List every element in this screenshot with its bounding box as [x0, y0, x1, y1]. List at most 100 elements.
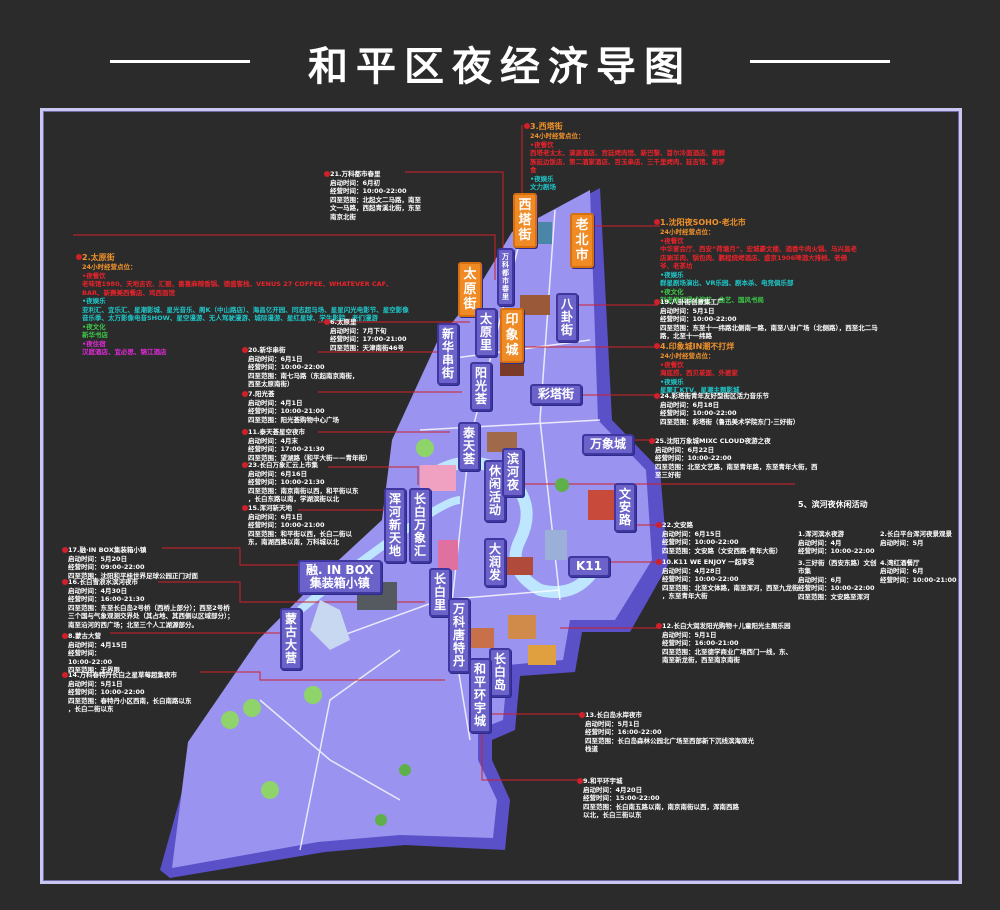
info-line: 南至新龙街，西至南京南街 [662, 656, 740, 664]
map-label-xitajie[interactable]: 西 塔 街 [513, 193, 537, 248]
map-label-taiyuanli[interactable]: 太 原 里 [475, 308, 497, 357]
info-title: 3.西塔街 [530, 122, 563, 131]
info-line: 经营时间：15:00-22:00 [583, 794, 660, 802]
map-label-darunfa[interactable]: 大 润 发 [484, 538, 506, 587]
info-subtitle: 24小时经营点位： [660, 352, 715, 360]
info-line: 四至范围：东至十一纬路北侧南一路，南至八卦广场（北侧路），西至北二马路，北至十一… [660, 323, 878, 341]
section5-item-line: 启动时间：5月 [880, 538, 924, 547]
info-line: 启动时间：5月1日 [660, 306, 715, 315]
info-line: 四至范围：北至文体路，南至浑河，西至九龙街 [662, 583, 799, 592]
info-line: 经营时间：16:00-21:30 [68, 595, 145, 603]
map-label-huanyu[interactable]: 和 平 环 宇 城 [469, 658, 491, 733]
map-label-wanxiangcheng[interactable]: 万象城 [582, 434, 635, 455]
connector-dot [324, 171, 330, 177]
map-label-changbaidao[interactable]: 长 白 岛 [489, 648, 511, 697]
info-line: 经营时间：10:00-22:00 [655, 454, 732, 462]
info-title: 12.长白大润发阳光购物＋儿童阳光主题乐园 [662, 622, 791, 630]
info-title: 10.K11 WE ENJOY 一起享受 [662, 558, 755, 566]
category-venues: 文力剧场 [530, 183, 556, 191]
river [437, 456, 606, 598]
map-label-wenanlu[interactable]: 文 安 路 [614, 483, 636, 532]
info-subtitle: 24小时经营点位： [82, 263, 137, 271]
info-title: 21.万科都市春里 [330, 170, 381, 178]
info-line: 启动时间：6月初 [330, 178, 381, 187]
category-venues: 刘老根沉浸式演艺、曲艺、国风书局 [660, 296, 764, 304]
map-label-yangguanghui[interactable]: 阳 光 荟 [470, 362, 492, 411]
map-label-k11[interactable]: K11 [568, 556, 610, 577]
map-label-inbox[interactable]: 融. IN BOX 集装箱小镇 [298, 560, 382, 594]
category-venues: 亚利汇、宜乐汇、星潮影城、星光音乐、阁K（中山路店）、海昌亿开园、同志超马场、星… [82, 305, 409, 323]
info-line: 启动时间：5月20日 [68, 554, 128, 563]
info-block-b12: 12.长白大润发阳光购物＋儿童阳光主题乐园启动时间：5月1日经营时间：16:00… [662, 622, 862, 665]
map-label-changbai-wxh[interactable]: 长 白 万 象 汇 [409, 488, 431, 563]
map-label-taitianhui[interactable]: 泰 天 荟 [458, 422, 480, 471]
info-line: 启动时间：4月末 [248, 436, 299, 445]
info-line: 栈道 [585, 745, 598, 753]
section5-item-line: 经营时间：10:00-22:00 [798, 584, 875, 592]
category-venues: 汉庭酒店、宜必思、锦江酒店 [82, 348, 167, 356]
info-title: 15.浑河新天地 [248, 504, 293, 512]
info-line: 经营时间：10:00-22:00 [248, 363, 325, 371]
section5-item-line: 四至范围：文安路至浑河 [798, 592, 870, 601]
map-label-wanke-tt[interactable]: 万 科 唐 特 丹 [448, 598, 470, 673]
map-label-yinxiangcheng[interactable]: 印 象 城 [500, 308, 524, 363]
info-line: 经营时间：10:00-22:00 [660, 315, 737, 323]
info-title: 7.阳光荟 [248, 390, 275, 398]
connector-dot [654, 393, 660, 399]
section5-item-line: 经营时间：10:00-21:00 [880, 575, 957, 584]
connector-dot [62, 633, 68, 639]
map-label-changbaili[interactable]: 长 白 里 [429, 568, 451, 617]
info-line: 启动时间：6月15日 [662, 529, 722, 538]
connector-dot [62, 579, 68, 585]
connector-dot [579, 712, 585, 718]
map-label-taiyuanjie[interactable]: 太 原 街 [458, 262, 482, 317]
category-venues: 群星剧场演出、VR乐园、剧本杀、电竞俱乐部 [660, 279, 794, 287]
connector-dot [656, 522, 662, 528]
info-title: 19.八卦街创意集工厂 [660, 298, 724, 306]
connector-dot [62, 672, 68, 678]
info-line: 四至范围：东至长白岛2号桥（西桥上部分）；西至2号桥 [68, 603, 230, 612]
section5-item: 1.浑河滨水夜游启动时间：4月经营时间：10:00-22:00 [798, 530, 880, 556]
section5-item: 4.湾红酒餐厅启动时间：6月经营时间：10:00-21:00 [880, 559, 958, 602]
info-line: 经营时间：10:00-22:00 [660, 409, 737, 417]
info-title: 22.文安路 [662, 521, 694, 529]
map-label-caitajie[interactable]: 彩塔街 [530, 384, 583, 405]
info-line: 启动时间：4月20日 [583, 785, 643, 794]
info-line: 四至范围：文安路（文安西路-青年大街） [662, 546, 782, 555]
category-venues: 中华宴会厅、西安“荷塘月”、宏城豪文楼、酒香牛肉火锅、马兴昌老店涮羊肉、锅包肉、… [660, 245, 858, 270]
map-label-xinhua[interactable]: 新 华 串 街 [437, 323, 459, 385]
section5-item-line: 启动时间：6月 [880, 567, 924, 575]
info-line: 东，南湖西路以南，万科城以北 [248, 538, 339, 546]
map-label-laobeishi[interactable]: 老 北 市 [570, 213, 594, 268]
map-label-wanke-dushi[interactable]: 万 科 都 市 春 里 [497, 248, 514, 306]
map-label-baguajie[interactable]: 八 卦 街 [556, 293, 578, 342]
info-line: 四至范围：沈阳和平桂世界足球公园正门对面 [68, 571, 198, 580]
info-line: 启动时间：6月16日 [248, 469, 308, 478]
category-heading: •夜文化 [660, 287, 684, 296]
title-rule-left [110, 60, 250, 63]
map-label-hunhe[interactable]: 浑 河 新 天 地 [384, 488, 406, 563]
info-title: 24.彩塔街青年友好型街区活力音乐节 [660, 392, 770, 400]
info-title: 25.沈阳万象城MIXC CLOUD夜游之夜 [655, 437, 771, 445]
info-title: 11.泰天荟星空夜市 [248, 428, 306, 436]
info-line: 文一马路，西起青溪北街，东至 [330, 204, 421, 212]
connector-dot [242, 391, 248, 397]
info-line: 四至范围：和平街以西，长白二街以 [248, 529, 352, 538]
connector-dot [62, 547, 68, 553]
connector-dot [242, 347, 248, 353]
title-rule-right [750, 60, 890, 63]
category-heading: •夜餐饮 [82, 271, 106, 280]
map-label-binheye[interactable]: 滨 河 夜 [502, 448, 524, 497]
connector-dot [242, 505, 248, 511]
info-line: 南京北街 [330, 212, 356, 221]
map-label-menggu[interactable]: 蒙 古 大 营 [280, 608, 302, 670]
info-line: 启动时间：7月下旬 [330, 326, 387, 335]
info-block-b14: 14.万科春特丹长白之星草莓超集夜市启动时间：5月1日经营时间：10:00-22… [68, 671, 238, 714]
